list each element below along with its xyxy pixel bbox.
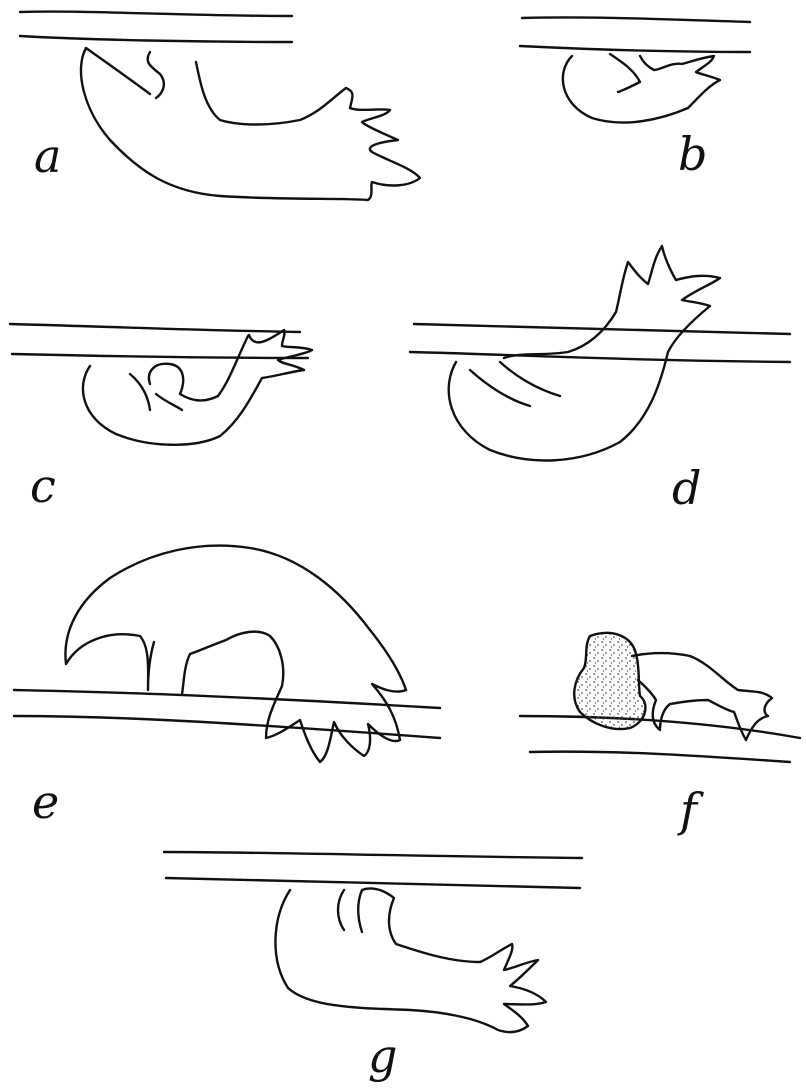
surface-line-top xyxy=(14,690,440,708)
organism-outline xyxy=(563,54,720,123)
panel-c: c xyxy=(10,324,312,513)
surface-line-bottom xyxy=(530,752,790,762)
label-d: d xyxy=(672,461,701,515)
organism-outline xyxy=(275,888,546,1032)
surface-line-bottom xyxy=(12,354,308,358)
panel-f: f xyxy=(520,633,800,837)
surface-line-bottom xyxy=(166,878,580,888)
panel-g: g xyxy=(164,852,582,1083)
label-f: f xyxy=(677,783,704,837)
organism-outline xyxy=(83,330,312,445)
surface-line-bottom xyxy=(20,36,292,42)
surface-line-top xyxy=(522,17,750,22)
surface-line-bottom xyxy=(14,716,440,738)
label-g: g xyxy=(368,1029,397,1083)
surface-line-top xyxy=(10,324,300,332)
panel-a: a xyxy=(20,12,420,200)
organism-outline xyxy=(65,546,406,762)
panel-d: d xyxy=(410,246,790,515)
organism-outline xyxy=(81,48,420,200)
surface-line-top xyxy=(20,12,292,16)
surface-line-bottom xyxy=(520,46,750,52)
stippled-mass xyxy=(574,633,645,729)
panel-e: e xyxy=(14,546,440,829)
surface-line-top xyxy=(164,852,582,858)
organism-outline xyxy=(632,653,772,740)
label-b: b xyxy=(678,127,707,181)
label-a: a xyxy=(34,129,61,183)
label-e: e xyxy=(32,775,59,829)
panel-b: b xyxy=(520,17,750,181)
surface-line-bottom xyxy=(410,352,790,362)
label-c: c xyxy=(30,459,56,513)
